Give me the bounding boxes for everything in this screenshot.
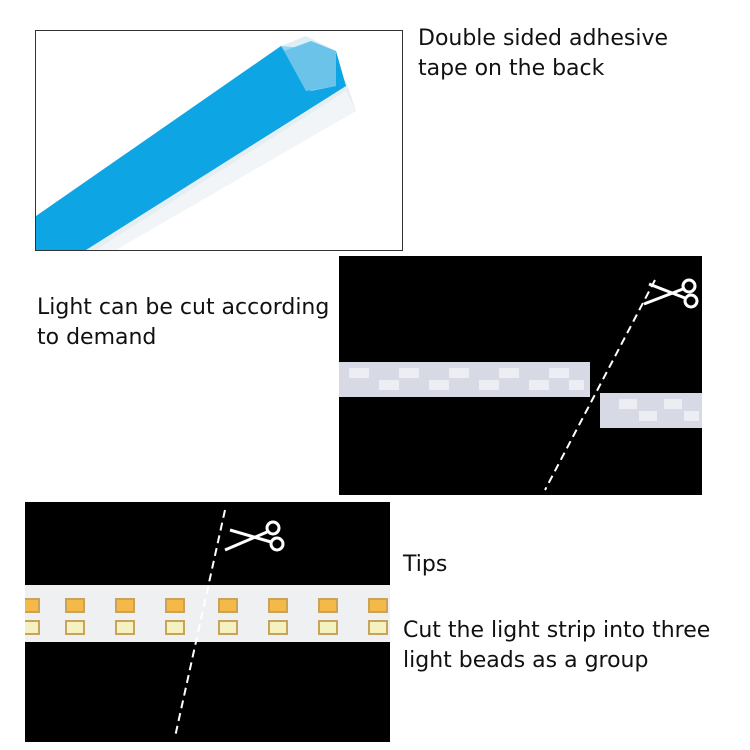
adhesive-caption-line2: tape on the back [418, 56, 605, 81]
led-strip-image [25, 502, 390, 742]
tips-caption-line2: light beads as a group [403, 648, 649, 673]
cut-caption-line2: to demand [37, 325, 157, 350]
led-bead-lens [67, 600, 83, 611]
cut-caption-line1: Light can be cut according [37, 295, 330, 320]
led-bead-lens [320, 600, 336, 611]
led-bead-lens [270, 622, 286, 633]
scissors-icon [224, 520, 285, 552]
led-bead-lens [270, 600, 286, 611]
led-bead-lens [370, 600, 386, 611]
adhesive-caption-line1: Double sided adhesive [418, 26, 669, 51]
led-bead-lens [67, 622, 83, 633]
led-bead-lens [370, 622, 386, 633]
led-bead-lens [167, 622, 183, 633]
tips-heading: Tips [403, 552, 448, 577]
led-bead-lens [220, 600, 236, 611]
led-bead-lens [167, 600, 183, 611]
led-bead-lens [117, 622, 133, 633]
cut-strip-image [339, 256, 702, 495]
scissors-icon [643, 278, 699, 309]
adhesive-tape-image [35, 30, 403, 251]
tips-caption-line1: Cut the light strip into three [403, 618, 711, 643]
led-bead-lens [117, 600, 133, 611]
led-bead-lens [25, 622, 38, 633]
led-bead-lens [320, 622, 336, 633]
led-bead-lens [25, 600, 38, 611]
led-bead-lens [220, 622, 236, 633]
